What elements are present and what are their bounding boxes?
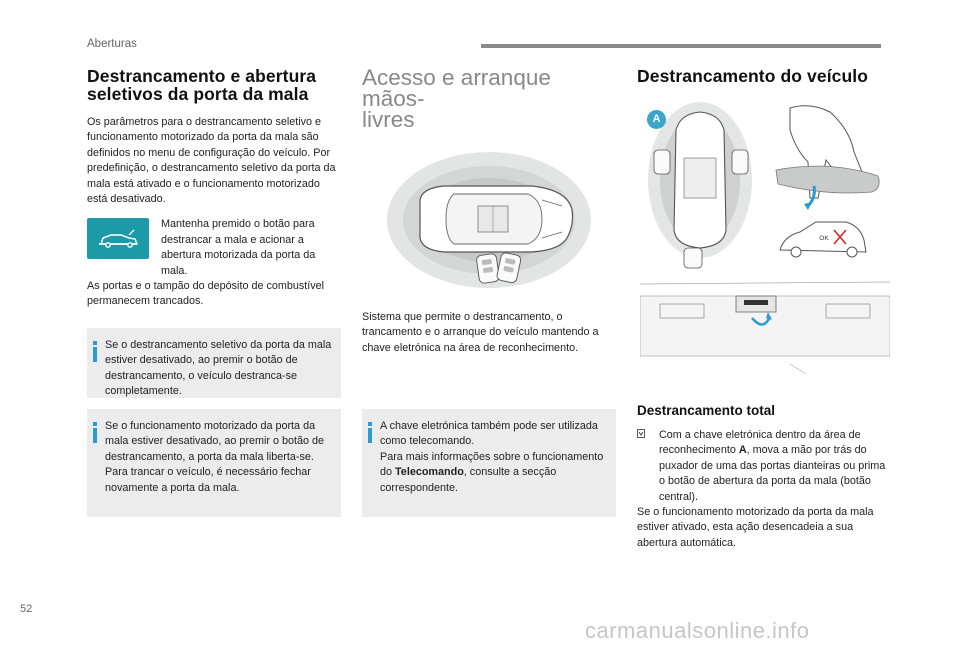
info-icon (93, 341, 98, 362)
column-hands-free: Acesso e arranque mãos- livres (362, 65, 616, 132)
info-box-selective-disabled: Se o destrancamento seletivo da porta da… (87, 328, 341, 398)
page-number: 52 (20, 603, 33, 615)
column-unlocking-vehicle: Destrancamento do veículo (637, 67, 891, 85)
col1-title: Destrancamento e abertura seletivos da p… (87, 67, 341, 103)
col2-title: Acesso e arranque mãos- livres (362, 65, 616, 132)
ok-badge: OK (819, 235, 829, 242)
info-box-remote-control: A chave eletrónica também pode ser utili… (362, 409, 616, 517)
col3-subtitle: Destrancamento total (637, 403, 776, 418)
col1-bullet-text: Mantenha premido o botão para destrancar… (161, 218, 316, 277)
col1-title-line1: Destrancamento e abertura (87, 66, 317, 86)
col1-bullet: Mantenha premido o botão para destrancar… (139, 217, 341, 279)
tailgate-button-illustration (639, 278, 891, 383)
col1-intro: Os parâmetros para o destrancamento sele… (87, 116, 336, 206)
info1-text: Se o destrancamento seletivo da porta da… (105, 339, 332, 398)
callout-a: A (647, 110, 666, 129)
col2-title-line2: livres (362, 107, 415, 132)
info-icon (93, 422, 98, 443)
col3-bullet: Com a chave eletrónica dentro da área de… (637, 428, 891, 505)
bullet-arrow-icon (637, 428, 649, 505)
info2-text-b: Para trancar o veículo, é necessário fec… (105, 466, 311, 494)
col2-info-a: A chave eletrónica também pode ser utili… (380, 420, 598, 448)
watermark: carmanualsonline.info (585, 618, 810, 643)
header-bar (481, 44, 881, 48)
col2-info-b: Para mais informações sobre o funcioname… (380, 450, 604, 494)
col3-title: Destrancamento do veículo (637, 66, 869, 86)
column-selective-unlocking: Destrancamento e abertura seletivos da p… (87, 67, 341, 310)
col3-bullet-text: Com a chave eletrónica dentro da área de… (659, 429, 886, 503)
info-icon (368, 422, 373, 443)
unlocking-illustration (640, 100, 890, 270)
car-top-view-illustration (382, 148, 596, 293)
telecomando-ref: Telecomando (395, 466, 464, 479)
info-box-motorised-disabled: Se o funcionamento motorizado da porta d… (87, 409, 341, 517)
col2-body: Sistema que permite o destrancamento, o … (362, 311, 599, 354)
trunk-car-icon (87, 218, 149, 259)
section-header: Aberturas (87, 38, 137, 50)
col1-note: As portas e o tampão do depósito de comb… (87, 280, 325, 308)
col2-title-line1: Acesso e arranque mãos- (362, 65, 551, 111)
col1-title-line2: seletivos da porta da mala (87, 84, 309, 104)
info2-text-a: Se o funcionamento motorizado da porta d… (105, 420, 325, 463)
col3-note: Se o funcionamento motorizado da porta d… (637, 506, 874, 549)
